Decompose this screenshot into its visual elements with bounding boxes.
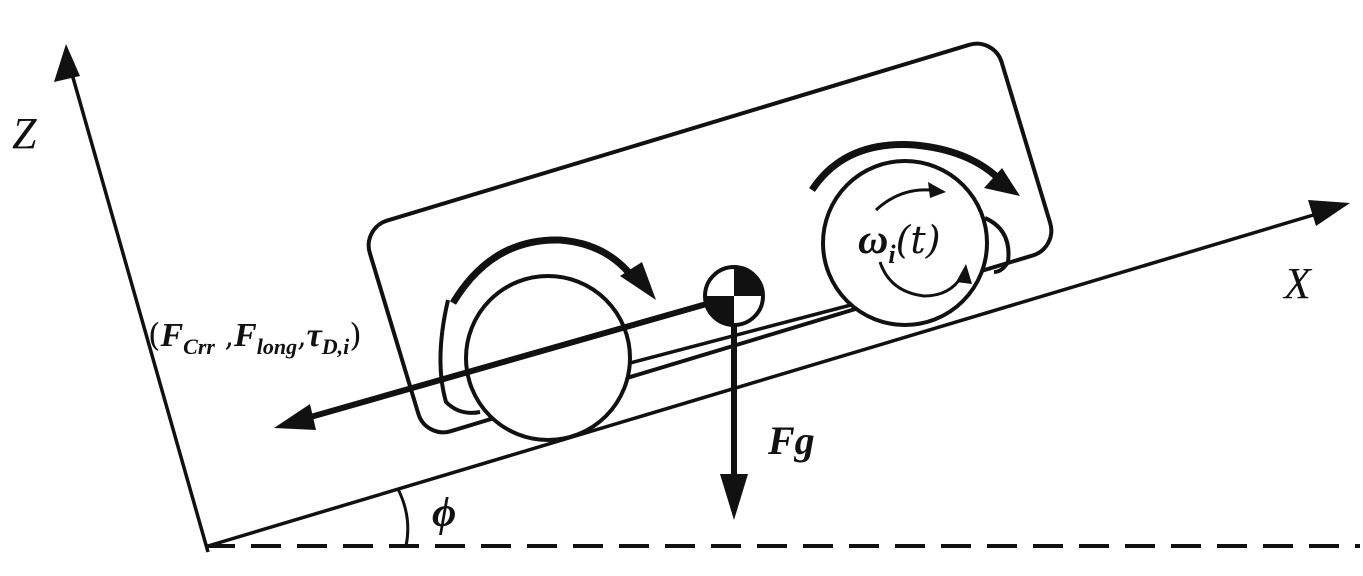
- force-tuple-label: (FCrr ,Flong,τD,i): [148, 316, 362, 359]
- center-of-mass-icon: [703, 265, 765, 327]
- z-axis-label: Z: [12, 109, 37, 158]
- x-axis-arrowhead: [1308, 200, 1350, 226]
- omega-argument: (t): [896, 218, 941, 262]
- rear-wheel: [464, 274, 632, 442]
- x-axis-incline-line: [207, 211, 1321, 548]
- omega-symbol: ω: [858, 217, 888, 263]
- omega-inner-rotation-arrow: [874, 188, 931, 212]
- front-wheel-rotation-arrow: [809, 141, 1001, 192]
- gravity-force-arrowhead: [720, 474, 748, 520]
- incline-angle-arc: [396, 488, 410, 547]
- omega-label: ωi(t): [858, 217, 941, 269]
- tuple-separator-1: ,: [215, 319, 234, 354]
- rear-wheel-arch: [438, 299, 481, 415]
- z-axis-line: [66, 59, 210, 553]
- rear-wheel-rotation-arrow: [449, 236, 639, 305]
- resistive-force-arrowhead: [274, 404, 316, 430]
- front-rotation-arrowhead: [984, 168, 1020, 196]
- omega-inner-lower-arc: [878, 261, 964, 298]
- tuple-open-paren: (: [148, 316, 160, 354]
- f-long-symbol: F: [233, 317, 257, 354]
- rear-rotation-arrowhead: [620, 262, 656, 300]
- f-crr-symbol: F: [159, 317, 183, 354]
- resistive-force-line: [299, 300, 711, 423]
- f-long-subscript: long: [257, 334, 297, 359]
- tuple-separator-2: ,: [297, 319, 307, 354]
- chassis-line: [629, 298, 871, 365]
- z-axis-arrowhead: [54, 44, 80, 82]
- front-wheel: [821, 159, 989, 327]
- f-crr-subscript: Crr: [183, 334, 215, 359]
- front-wheel-arch: [984, 216, 1011, 274]
- tau-subscript: D,i: [321, 334, 350, 359]
- gravity-force-label: Fg: [767, 418, 815, 463]
- tau-symbol: τ: [307, 317, 323, 354]
- omega-subscript: i: [888, 240, 896, 269]
- angle-label: ϕ: [432, 490, 456, 536]
- omega-bottom-arrowhead: [956, 264, 972, 284]
- omega-top-arrowhead: [928, 182, 946, 198]
- tuple-close-paren: ): [349, 316, 361, 354]
- x-axis-label: X: [1282, 259, 1313, 308]
